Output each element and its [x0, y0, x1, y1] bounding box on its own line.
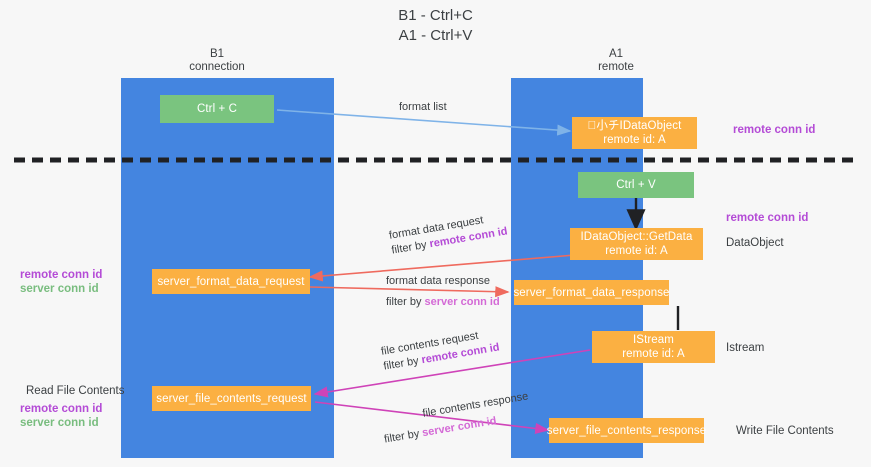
annotation-left-remote-conn-id: remote conn id: [20, 269, 103, 281]
title-line-1: B1 - Ctrl+C: [398, 7, 473, 24]
annotation-right-write-file-contents: Write File Contents: [736, 425, 834, 437]
node-getdata-line1: IDataObject::GetData: [580, 231, 693, 243]
column-a1-sub: remote: [598, 61, 634, 73]
annotation-right-dataobject: DataObject: [726, 237, 784, 249]
edge-label-format-data-response: format data response filter by server co…: [386, 274, 500, 310]
node-istream[interactable]: IStream remote id: A: [592, 331, 715, 363]
node-server-format-data-response[interactable]: server_format_data_response: [513, 280, 669, 305]
node-idataobject-line1: 小チIDataObject: [588, 120, 682, 132]
edge-label-format-list: format list: [399, 101, 447, 113]
column-a1-name: A1: [608, 48, 624, 60]
annotation-right-istream: Istream: [726, 342, 765, 354]
node-idataobject-getdata[interactable]: IDataObject::GetData remote id: A: [570, 228, 703, 260]
column-header-a1: A1 remote: [549, 48, 683, 74]
node-istream-line1: IStream: [633, 334, 674, 346]
annotation-right-remote-conn-id-mid: remote conn id: [726, 212, 809, 224]
key-server-conn-id-1: server conn id: [424, 296, 500, 308]
edge-label-format-data-response-line1: format data response: [386, 275, 490, 287]
node-ctrl-v[interactable]: Ctrl + V: [578, 172, 694, 198]
diagram-title: B1 - Ctrl+C A1 - Ctrl+V: [0, 6, 871, 46]
filter-by-prefix-4: filter by: [383, 427, 424, 446]
node-idataobject-line2: remote id: A: [603, 134, 666, 146]
column-b1-sub: connection: [189, 61, 245, 73]
node-idataobject[interactable]: 小チIDataObject remote id: A: [572, 117, 697, 149]
node-ctrl-c[interactable]: Ctrl + C: [160, 95, 274, 123]
node-server-file-contents-request[interactable]: server_file_contents_request: [152, 386, 311, 411]
annotation-left-read-file-contents: Read File Contents: [26, 385, 125, 397]
annotation-left-server-conn-id: server conn id: [20, 283, 99, 295]
annotation-right-remote-conn-id-top: remote conn id: [733, 124, 816, 136]
column-b1-name: B1: [209, 48, 225, 60]
edge-label-format-data-request: format data request filter by remote con…: [388, 210, 509, 259]
column-header-b1: B1 connection: [150, 48, 284, 74]
edge-label-file-contents-response: file contents response filter by server …: [380, 389, 533, 447]
annotation-left-remote-conn-id-2: remote conn id: [20, 403, 103, 415]
edge-label-format-data-response-line2: filter by server conn id: [386, 295, 500, 310]
node-istream-line2: remote id: A: [622, 348, 685, 360]
annotation-left-server-conn-id-2: server conn id: [20, 417, 99, 429]
node-getdata-line2: remote id: A: [605, 245, 668, 257]
filter-by-prefix-2: filter by: [386, 296, 425, 308]
node-server-format-data-request[interactable]: server_format_data_request: [152, 269, 310, 294]
node-server-file-contents-response[interactable]: server_file_contents_response: [547, 418, 706, 443]
edge-label-file-contents-request: file contents request filter by remote c…: [380, 326, 501, 375]
title-line-2: A1 - Ctrl+V: [398, 27, 473, 44]
